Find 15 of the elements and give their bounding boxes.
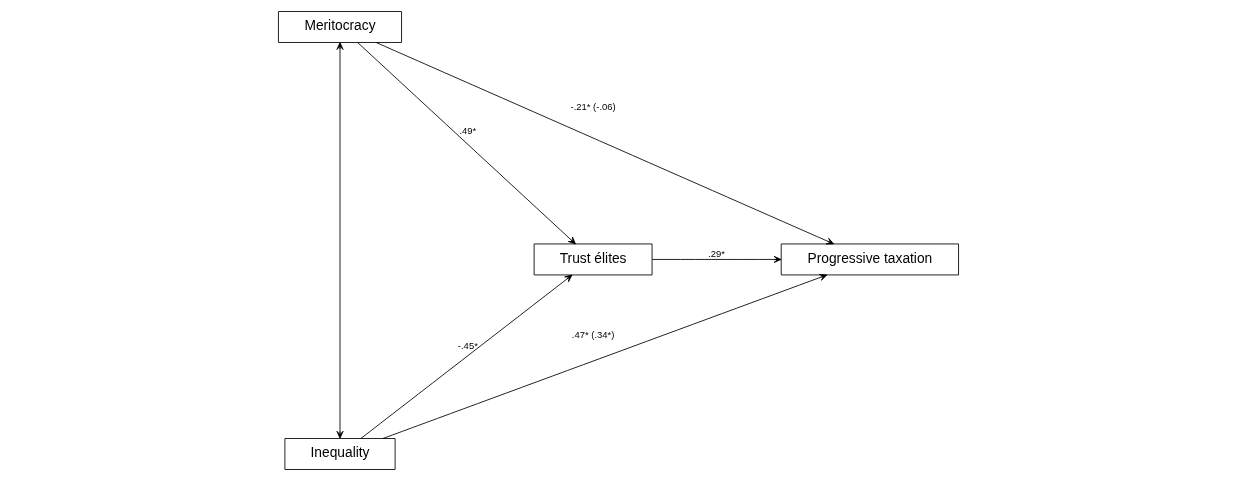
arrow	[360, 274, 572, 439]
edge-label: .49*	[458, 124, 476, 136]
arrow	[651, 255, 781, 263]
edge-label: -.21* (-.06)	[570, 101, 616, 113]
edge-label: .29*	[707, 247, 725, 259]
node-box: Progressive taxation	[780, 243, 959, 276]
node-box: Meritocracy	[277, 11, 402, 43]
edge-label: .47* (.34*)	[571, 329, 614, 341]
arrow	[356, 42, 576, 245]
arrow	[382, 274, 827, 439]
arrow	[335, 42, 344, 439]
edge-label: -.45*	[457, 339, 478, 351]
node-box: Inequality	[283, 438, 396, 470]
arrow	[375, 42, 834, 245]
node-box: Trust élites	[533, 243, 652, 276]
